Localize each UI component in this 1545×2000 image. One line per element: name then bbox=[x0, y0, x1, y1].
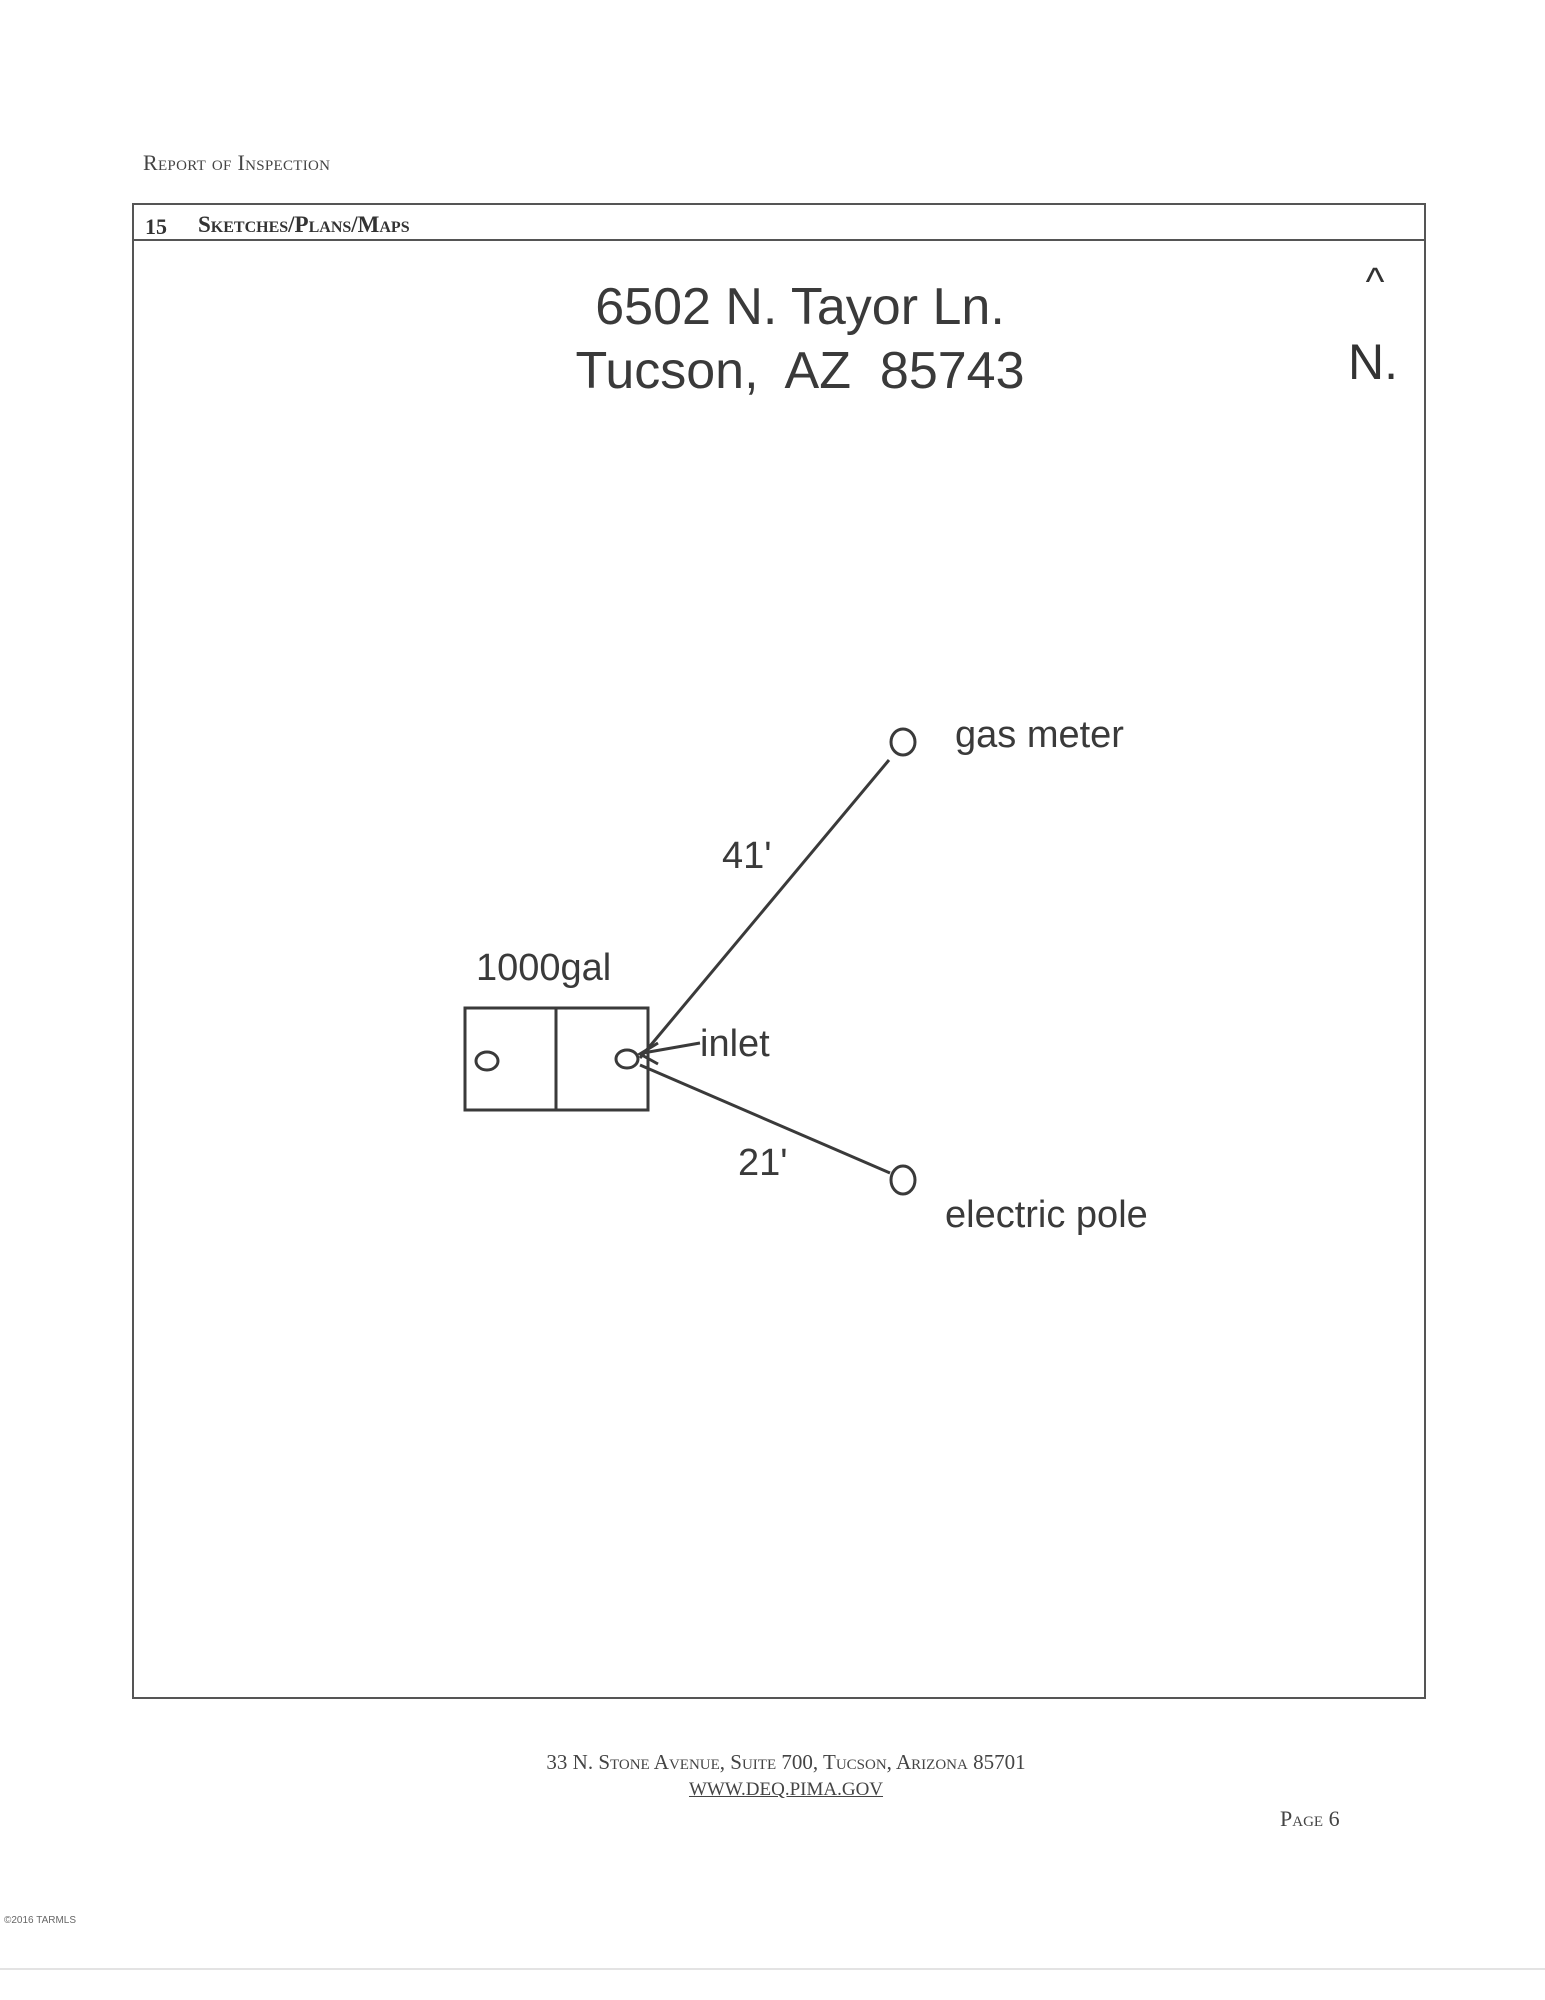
sketch-frame bbox=[132, 203, 1426, 1699]
page-number: Page 6 bbox=[1280, 1806, 1340, 1831]
north-arrow-icon: ^ bbox=[1365, 260, 1385, 304]
tank-capacity-label: 1000gal bbox=[476, 947, 611, 989]
section-header-bar bbox=[132, 203, 1426, 241]
tank-outlet-icon bbox=[474, 1050, 500, 1072]
copyright-notice: ©2016 TARMLS bbox=[4, 1915, 77, 1926]
inlet-arrow-icon bbox=[637, 1041, 659, 1066]
section-label: Sketches/Plans/Maps bbox=[198, 212, 410, 237]
property-address: 6502 N. Tayor Ln. Tucson, AZ 85743 bbox=[500, 275, 1100, 403]
gas-meter-label: gas meter bbox=[955, 714, 1124, 756]
scan-edge-divider bbox=[0, 1968, 1545, 1970]
tank-inlet-icon bbox=[614, 1048, 640, 1070]
address-line-1: 6502 N. Tayor Ln. bbox=[595, 278, 1005, 336]
section-number: 15 bbox=[145, 214, 167, 239]
inlet-label: inlet bbox=[700, 1023, 770, 1065]
address-line-2: Tucson, AZ 85743 bbox=[575, 342, 1025, 400]
footer-address: 33 N. Stone Avenue, Suite 700, Tucson, A… bbox=[546, 1750, 1026, 1774]
gas-meter-line bbox=[638, 759, 891, 1059]
electric-pole-distance: 21' bbox=[738, 1142, 788, 1184]
north-label: N. bbox=[1348, 334, 1398, 390]
report-title: Report of Inspection bbox=[143, 150, 331, 175]
electric-pole-label: electric pole bbox=[945, 1194, 1148, 1236]
footer-url-link[interactable]: WWW.DEQ.PIMA.GOV bbox=[688, 1779, 884, 1800]
gas-meter-marker bbox=[889, 727, 917, 757]
gas-meter-distance: 41' bbox=[722, 835, 772, 877]
electric-pole-line bbox=[639, 1063, 891, 1175]
inlet-pointer-line bbox=[642, 1041, 701, 1055]
electric-pole-marker bbox=[889, 1164, 917, 1196]
